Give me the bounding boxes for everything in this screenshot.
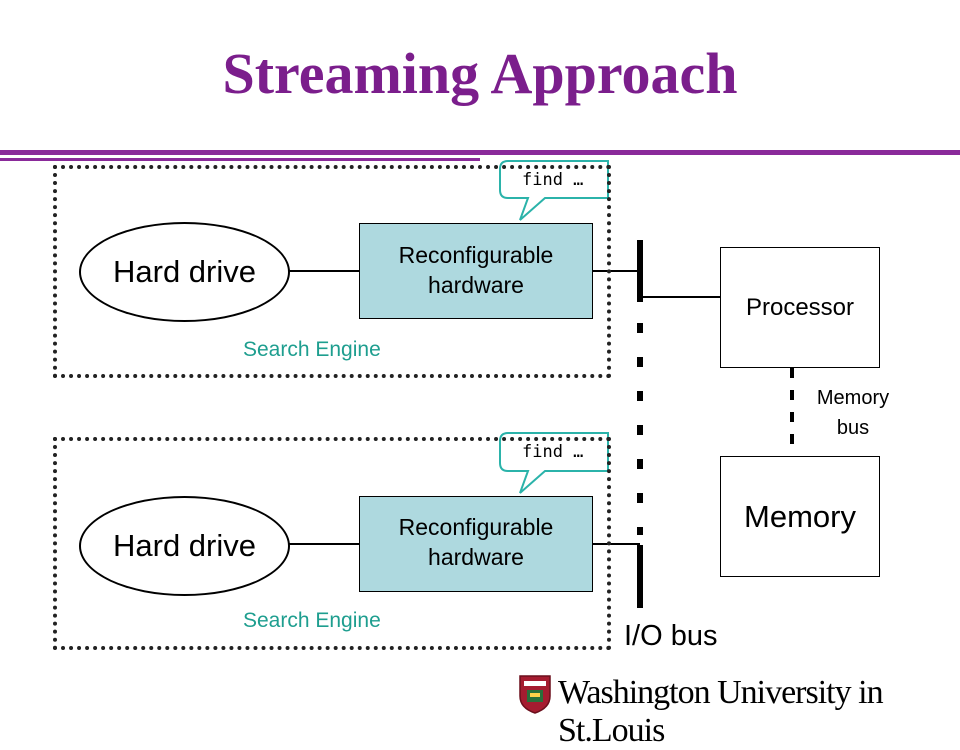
memory-box: Memory [720, 456, 880, 577]
hard-drive-1: Hard drive [79, 222, 290, 322]
slide-title: Streaming Approach [222, 41, 738, 106]
title-rule-bottom [0, 158, 480, 161]
university-shield-icon [519, 675, 551, 714]
search-engine-label-1: Search Engine [243, 338, 381, 361]
reconfigurable-hardware-2 [359, 496, 593, 592]
reconfigurable-hardware-1 [359, 223, 593, 319]
university-logo-text: Washington University in St.Louis [558, 674, 884, 749]
reconfigurable-hardware-label-1: Reconfigurable hardware [398, 242, 554, 298]
callout-bubble-1 [499, 160, 609, 221]
hard-drive-label-2: Hard drive [113, 528, 256, 563]
hard-drive-label-1: Hard drive [113, 254, 256, 289]
callout-text-2: find … [522, 442, 584, 462]
callout-text-1: find … [522, 170, 584, 190]
hard-drive-2: Hard drive [79, 496, 290, 596]
search-engine-label-2: Search Engine [243, 609, 381, 632]
processor-label: Processor [745, 293, 855, 321]
memory-label: Memory [744, 498, 856, 534]
processor-box: Processor [720, 247, 880, 368]
io-bus-label: I/O bus [624, 620, 718, 652]
diagram-connectors [288, 160, 794, 608]
memory-bus-label: Memory bus [816, 387, 890, 439]
search-engine-box-2 [53, 437, 611, 650]
search-engine-box-1 [53, 165, 611, 378]
title-rule-top [0, 150, 960, 155]
callout-bubble-2 [499, 432, 609, 494]
reconfigurable-hardware-label-2: Reconfigurable hardware [398, 514, 554, 570]
